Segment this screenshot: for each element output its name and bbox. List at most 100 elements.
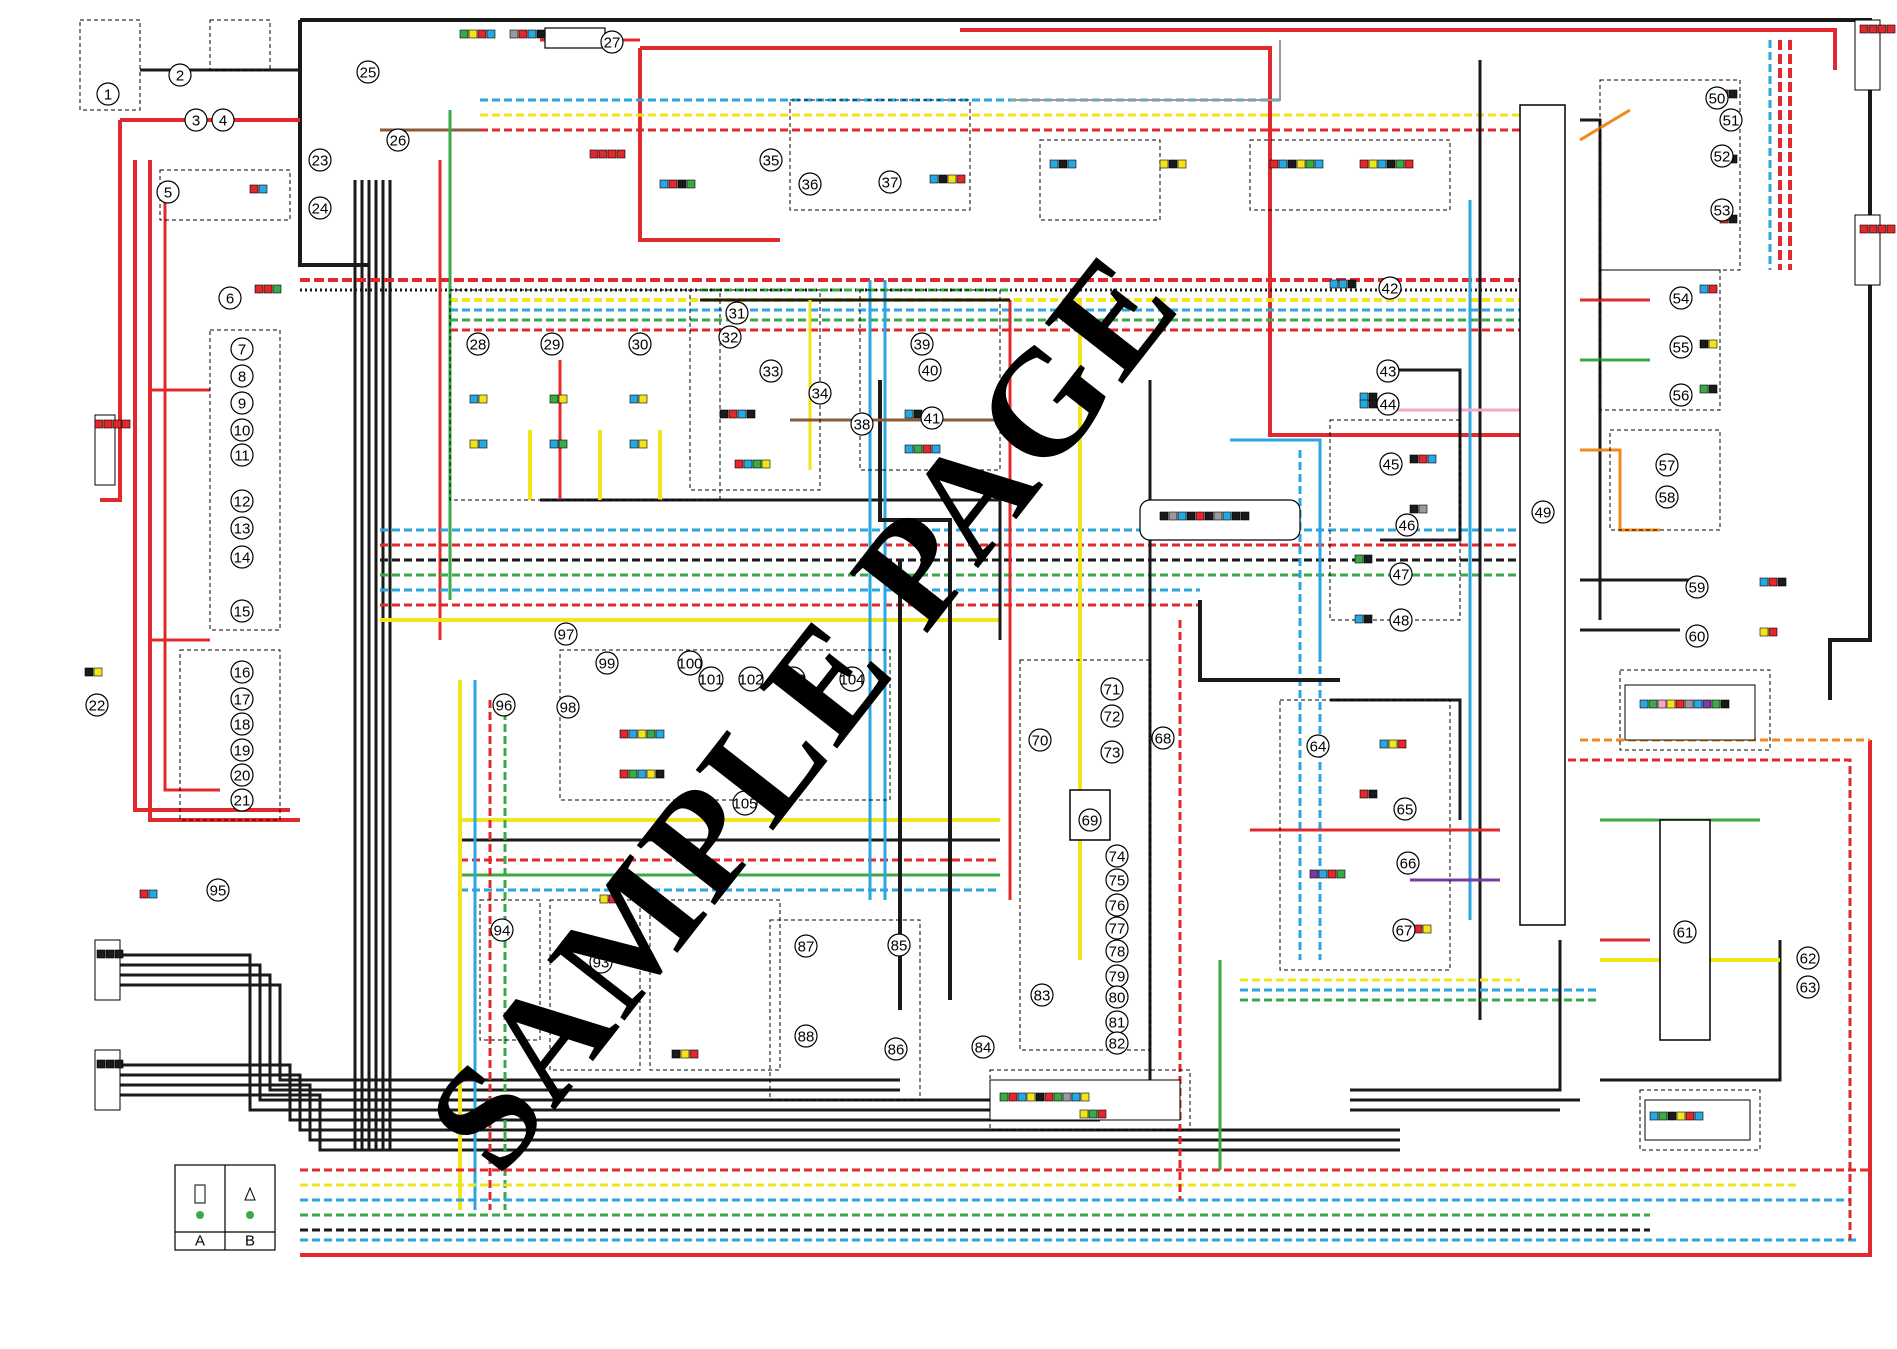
connector-pin	[608, 894, 618, 904]
component-callout-60: 60	[1685, 624, 1709, 648]
connector-pin	[1658, 1111, 1668, 1121]
component-callout-15: 15	[230, 599, 254, 623]
connector-pin	[1768, 577, 1778, 587]
connector-pin	[1305, 159, 1315, 169]
callout-circle	[230, 489, 254, 513]
connector-pin	[1877, 224, 1887, 234]
callout-circle	[1105, 985, 1129, 1009]
connector-pin	[1168, 159, 1178, 169]
callout-circle	[206, 878, 230, 902]
component-callout-94: 94	[490, 918, 514, 942]
component-callout-12: 12	[230, 489, 254, 513]
connector-pin	[637, 769, 647, 779]
callout-number: 1	[104, 87, 112, 104]
connector-pin	[938, 174, 948, 184]
callout-number: 69	[1082, 813, 1099, 830]
callout-number: 78	[1109, 944, 1126, 961]
component-callout-26: 26	[386, 128, 410, 152]
component-callout-67: 67	[1392, 918, 1416, 942]
component-callout-97: 97	[554, 622, 578, 646]
connector-pin	[1675, 699, 1685, 709]
callout-circle	[698, 666, 724, 692]
callout-number: 37	[882, 175, 899, 192]
component-callout-18: 18	[230, 712, 254, 736]
connector-pin	[549, 439, 559, 449]
component-callout-70: 70	[1028, 728, 1052, 752]
connector-pin	[598, 149, 608, 159]
connector-pin	[1354, 554, 1364, 564]
component-callout-52: 52	[1710, 144, 1734, 168]
callout-circle	[230, 364, 254, 388]
callout-number: 48	[1393, 613, 1410, 630]
connector-pin	[254, 284, 264, 294]
callout-circle	[1655, 485, 1679, 509]
component-callout-44: 44	[1376, 392, 1400, 416]
component-callout-58: 58	[1655, 485, 1679, 509]
callout-circle	[356, 60, 380, 84]
callout-circle	[628, 332, 652, 356]
connector-pin	[1363, 614, 1373, 624]
callout-number: 88	[798, 1029, 815, 1046]
connector-pin	[1318, 869, 1328, 879]
component-callout-75: 75	[1105, 868, 1129, 892]
component-callout-35: 35	[759, 148, 783, 172]
component-callout-22: 22	[85, 693, 109, 717]
component-callout-102: 102	[738, 666, 764, 692]
callout-number: 28	[470, 337, 487, 354]
callout-number: 14	[234, 550, 251, 567]
callout-circle	[218, 286, 242, 310]
connector-pin	[659, 179, 669, 189]
callout-number: 64	[1310, 739, 1327, 756]
callout-number: 54	[1673, 291, 1690, 308]
connector-pin	[536, 29, 546, 39]
component-callout-85: 85	[887, 933, 911, 957]
callout-number: 47	[1393, 567, 1410, 584]
component-callout-78: 78	[1105, 939, 1129, 963]
connector-pin	[1859, 24, 1869, 34]
legend-b-icon	[246, 1211, 254, 1219]
callout-circle	[156, 180, 180, 204]
callout-circle	[798, 172, 822, 196]
component-callout-81: 81	[1105, 1010, 1129, 1034]
callout-circle	[1531, 500, 1555, 524]
connector-pin	[1053, 1092, 1063, 1102]
connector-pin	[1768, 627, 1778, 637]
callout-number: 81	[1109, 1015, 1126, 1032]
callout-circle	[230, 545, 254, 569]
component-callout-103: 103	[780, 666, 806, 692]
component-callout-29: 29	[540, 332, 564, 356]
connector-pin	[947, 174, 957, 184]
component-callout-88: 88	[794, 1024, 818, 1048]
connector-pin	[743, 459, 753, 469]
callout-circle	[920, 406, 944, 430]
callout-number: 29	[544, 337, 561, 354]
connector-pin	[1017, 1092, 1027, 1102]
callout-number: 80	[1109, 990, 1126, 1007]
component-callout-51: 51	[1719, 108, 1743, 132]
connector-pin	[469, 394, 479, 404]
callout-circle	[1669, 286, 1693, 310]
component-callout-50: 50	[1705, 86, 1729, 110]
connector-pin	[1026, 1092, 1036, 1102]
connector-pin	[93, 667, 103, 677]
connector-pin	[1231, 511, 1241, 521]
callout-circle	[878, 170, 902, 194]
connector-pin	[1213, 511, 1223, 521]
callout-circle	[759, 148, 783, 172]
callout-number: 20	[234, 768, 251, 785]
connector-pin	[1079, 1109, 1089, 1119]
component-callout-63: 63	[1796, 975, 1820, 999]
callout-circle	[850, 412, 874, 436]
callout-circle	[230, 418, 254, 442]
connector-pin	[1088, 1109, 1098, 1119]
callout-number: 24	[312, 201, 329, 218]
callout-circle	[1669, 383, 1693, 407]
component-callout-10: 10	[230, 418, 254, 442]
component-callout-68: 68	[1151, 726, 1175, 750]
callout-number: 15	[234, 604, 251, 621]
connector-pin	[1296, 159, 1306, 169]
connector-pin	[999, 1092, 1009, 1102]
callout-number: 85	[891, 938, 908, 955]
connector-pin	[929, 174, 939, 184]
